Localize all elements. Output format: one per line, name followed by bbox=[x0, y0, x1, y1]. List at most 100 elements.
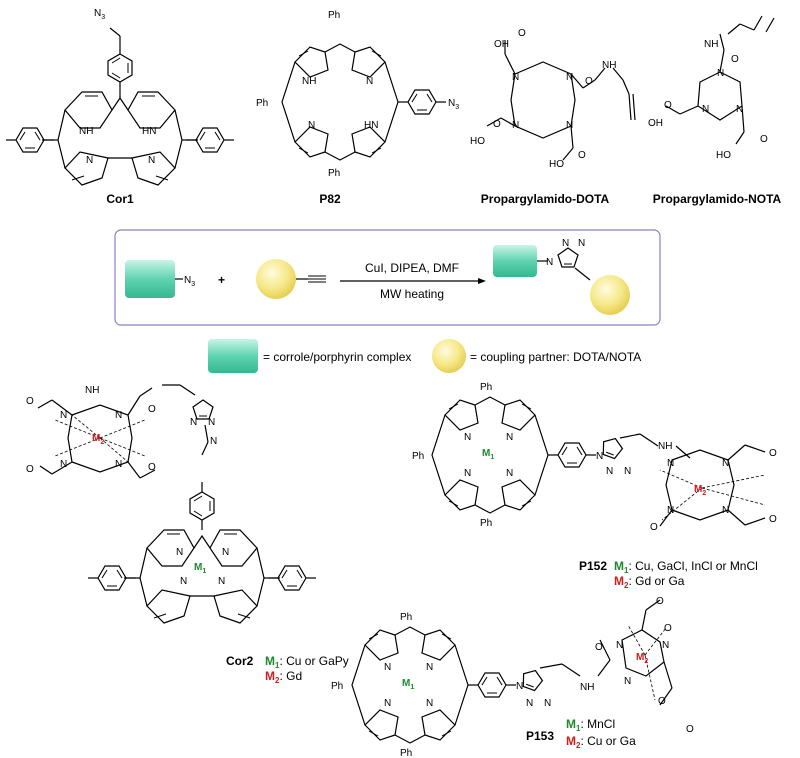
dota-ho-left: HO bbox=[470, 136, 485, 147]
plus-sign: + bbox=[218, 273, 225, 287]
p152-triazole bbox=[598, 434, 626, 461]
complex-square-icon bbox=[125, 260, 175, 298]
p152-core-n3: N bbox=[464, 468, 471, 479]
p152-n2: N bbox=[722, 458, 729, 469]
cor2-benzene bbox=[189, 491, 215, 521]
p152-m2-note: M2: Gd or Ga bbox=[614, 574, 685, 590]
cor2-nh: NH bbox=[85, 385, 99, 396]
cor2-n2: N bbox=[115, 410, 122, 421]
nota-oh-left: OH bbox=[648, 118, 663, 129]
p152-n4: N bbox=[722, 505, 729, 516]
p153-triazole bbox=[518, 666, 546, 693]
p153-ph-bottom: Ph bbox=[400, 748, 412, 758]
nota-n1: N bbox=[702, 104, 709, 115]
cor2-m1-center: M1 bbox=[194, 562, 206, 575]
cor2-n1: N bbox=[60, 410, 67, 421]
dota-o-left: O bbox=[493, 119, 501, 130]
nota-n3: N bbox=[717, 68, 724, 79]
product-circle-icon bbox=[590, 275, 630, 315]
partner-circle-icon bbox=[256, 259, 296, 299]
product-triazole bbox=[557, 247, 579, 268]
dota-o-bottom: O bbox=[578, 150, 586, 161]
p82-ph-top: Ph bbox=[328, 10, 340, 21]
dota-n1: N bbox=[512, 72, 519, 83]
cor2-structure bbox=[37, 384, 209, 530]
product-triazole-n3: N bbox=[578, 238, 585, 249]
reaction-box bbox=[114, 229, 661, 326]
legend-square-icon bbox=[208, 339, 258, 373]
dota-n4: N bbox=[566, 120, 573, 131]
p82-hn: HN bbox=[364, 120, 378, 131]
legend-circle-icon bbox=[432, 339, 466, 373]
nota-o-left: O bbox=[664, 100, 672, 111]
cor2-m2-center: M2 bbox=[92, 433, 104, 446]
p82-structure bbox=[281, 43, 446, 161]
cor2-core-n4: N bbox=[222, 547, 229, 558]
nota-n2: N bbox=[736, 104, 743, 115]
cor1-n-right: N bbox=[148, 155, 155, 166]
p152-ph-bottom: Ph bbox=[480, 518, 492, 529]
p153-n2: N bbox=[662, 640, 669, 651]
p152-m1-center: M1 bbox=[482, 448, 494, 461]
p153-n3: N bbox=[624, 676, 631, 687]
p153-o-bottom: O bbox=[658, 696, 666, 707]
p153-o-amide: O bbox=[595, 642, 603, 653]
cor1-hn-right: HN bbox=[142, 126, 156, 137]
p152-porphyrin bbox=[431, 396, 558, 514]
nota-o-bottom: O bbox=[760, 134, 768, 145]
p152-dota bbox=[619, 433, 766, 527]
nota-structure bbox=[665, 15, 775, 145]
p153-m1-note: M1: MnCl bbox=[566, 717, 615, 733]
p153-benzene bbox=[477, 672, 507, 698]
p82-n-left: N bbox=[308, 120, 315, 131]
p153-ph-top: Ph bbox=[400, 612, 412, 623]
p152-nh: NH bbox=[658, 441, 672, 452]
p152-core-n1: N bbox=[464, 432, 471, 443]
cor2-m1-note: M1: Cu or GaPy bbox=[265, 654, 349, 670]
cor2-o3: O bbox=[148, 404, 156, 415]
p152-triazole-n3: N bbox=[624, 466, 631, 477]
p153-core-n3: N bbox=[384, 698, 391, 709]
cor2-core-n1: N bbox=[180, 576, 187, 587]
dota-ho-bottom: HO bbox=[549, 159, 564, 170]
product-triazole-n2: N bbox=[562, 238, 569, 249]
p153-o-bottom2: O bbox=[686, 724, 694, 735]
p152-m2-center: M2 bbox=[694, 484, 706, 497]
p152-n3: N bbox=[667, 505, 674, 516]
product-triazole-n1: N bbox=[546, 257, 553, 268]
cor2-core-n2: N bbox=[218, 576, 225, 587]
p82-ph-bottom: Ph bbox=[328, 168, 340, 179]
p152-label: P152 bbox=[579, 559, 607, 573]
p152-m1-note: M1: Cu, GaCl, InCl or MnCl bbox=[614, 559, 758, 575]
cor2-core-n3: N bbox=[176, 547, 183, 558]
cor2-triazole-n3: N bbox=[210, 436, 217, 447]
dota-oh-top: OH bbox=[494, 39, 509, 50]
p153-nota bbox=[539, 599, 673, 706]
p82-n-right: N bbox=[366, 76, 373, 87]
legend-circle-text: = coupling partner: DOTA/NOTA bbox=[470, 350, 641, 364]
p153-porphyrin bbox=[351, 626, 478, 744]
p153-core-n4: N bbox=[426, 698, 433, 709]
p152-benzene bbox=[557, 442, 587, 468]
reaction-n3-label: N3 bbox=[184, 275, 195, 288]
nota-nh: NH bbox=[704, 39, 718, 50]
p153-triazole-n2: N bbox=[526, 698, 533, 709]
p153-m2-note: M2: Cu or Ga bbox=[566, 734, 636, 750]
p152-o3: O bbox=[650, 522, 658, 533]
dota-o-amide: O bbox=[585, 76, 593, 87]
p153-triazole-n3: N bbox=[544, 698, 551, 709]
cor2-o1: O bbox=[26, 396, 34, 407]
product-square-icon bbox=[493, 245, 537, 277]
p152-core-n4: N bbox=[506, 468, 513, 479]
cor1-n3-label: N3 bbox=[94, 8, 105, 21]
p153-m1-center: M1 bbox=[402, 678, 414, 691]
cor2-triazole-n2: N bbox=[208, 417, 215, 428]
p153-core-n2: N bbox=[426, 662, 433, 673]
p152-ph-top: Ph bbox=[480, 382, 492, 393]
cor2-coordination-lines bbox=[54, 414, 146, 463]
p82-ph-left: Ph bbox=[256, 98, 268, 109]
nota-ho-bottom: HO bbox=[716, 150, 731, 161]
p153-ph-left: Ph bbox=[331, 681, 343, 692]
cor2-o4: O bbox=[148, 462, 156, 473]
dota-o-top: O bbox=[518, 28, 526, 39]
